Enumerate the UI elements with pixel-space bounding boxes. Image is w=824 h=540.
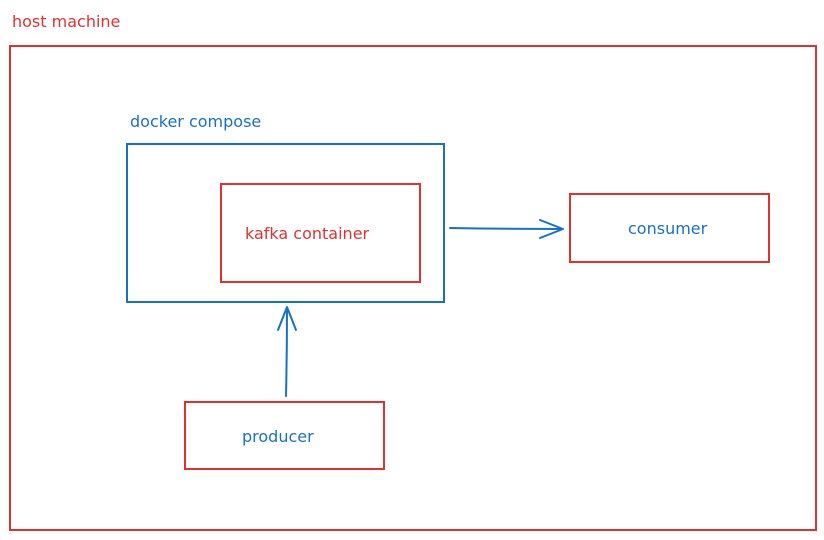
- producer-label: producer: [242, 427, 314, 446]
- consumer-box: [569, 193, 770, 263]
- host-machine-label: host machine: [12, 12, 121, 31]
- kafka-container-label: kafka container: [245, 224, 370, 243]
- consumer-label: consumer: [628, 219, 708, 238]
- arrow-producer-to-kafka: [277, 306, 297, 397]
- arrow-kafka-to-consumer: [449, 219, 564, 239]
- producer-box: [184, 401, 385, 470]
- docker-compose-label: docker compose: [130, 112, 262, 131]
- docker-compose-box: [126, 143, 445, 303]
- host-machine-box: [9, 45, 817, 531]
- kafka-container-box: [220, 183, 421, 283]
